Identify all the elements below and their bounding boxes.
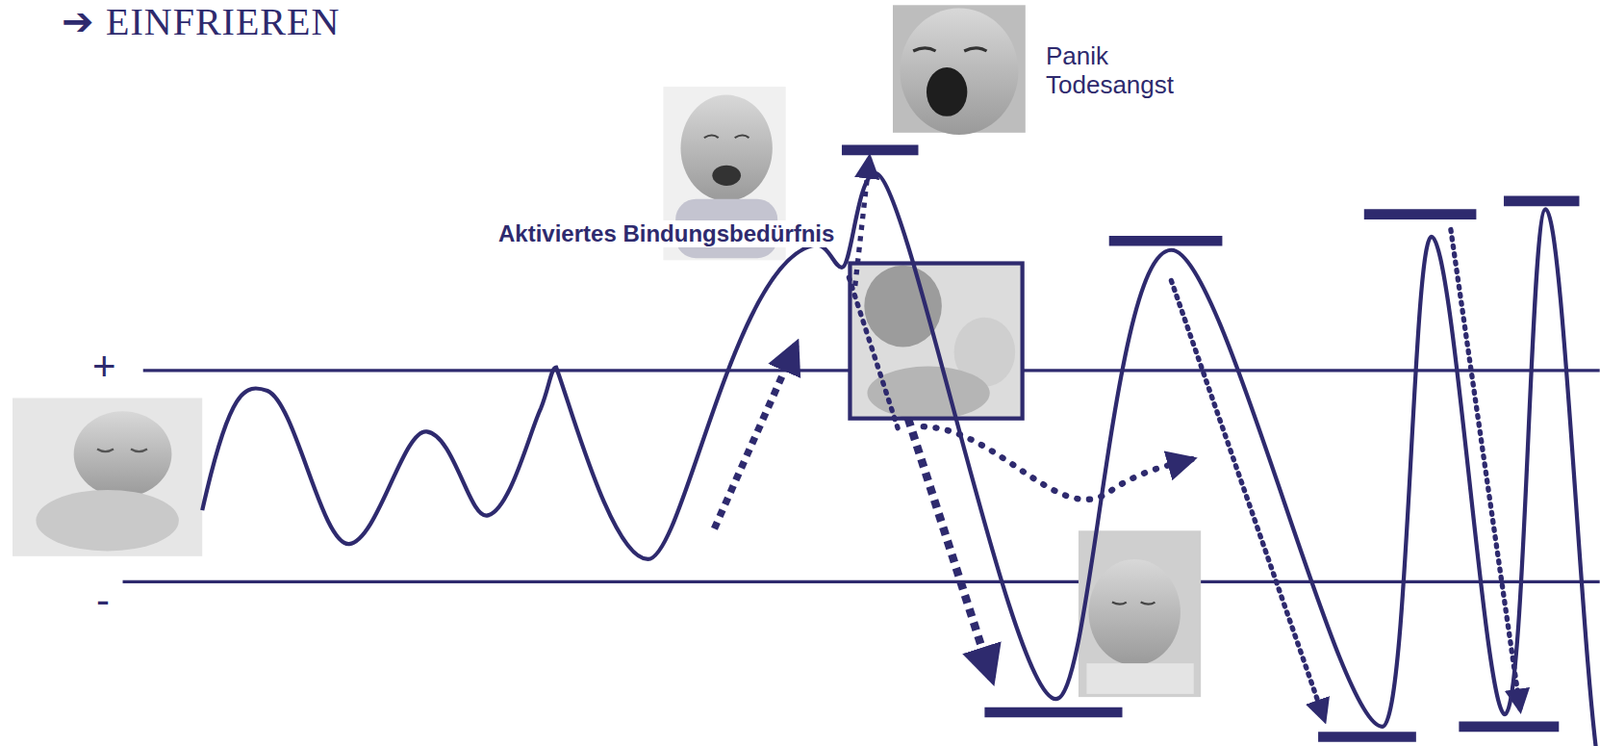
level-bars	[841, 150, 1580, 737]
lower-limit-line	[123, 580, 1600, 584]
sleeping-baby-photo	[12, 397, 203, 556]
state-label: Aktiviertes Bindungsbedürfnis	[495, 220, 838, 248]
slide-title: ➔ EINFRIEREN	[61, 0, 340, 45]
minus-sign: -	[96, 577, 110, 624]
screaming-baby-photo	[892, 4, 1026, 135]
state-note: Panik Todesangst	[1045, 42, 1174, 101]
plus-sign: +	[92, 343, 117, 390]
arousal-curve	[202, 173, 1600, 746]
newborn-photo	[1078, 530, 1201, 697]
